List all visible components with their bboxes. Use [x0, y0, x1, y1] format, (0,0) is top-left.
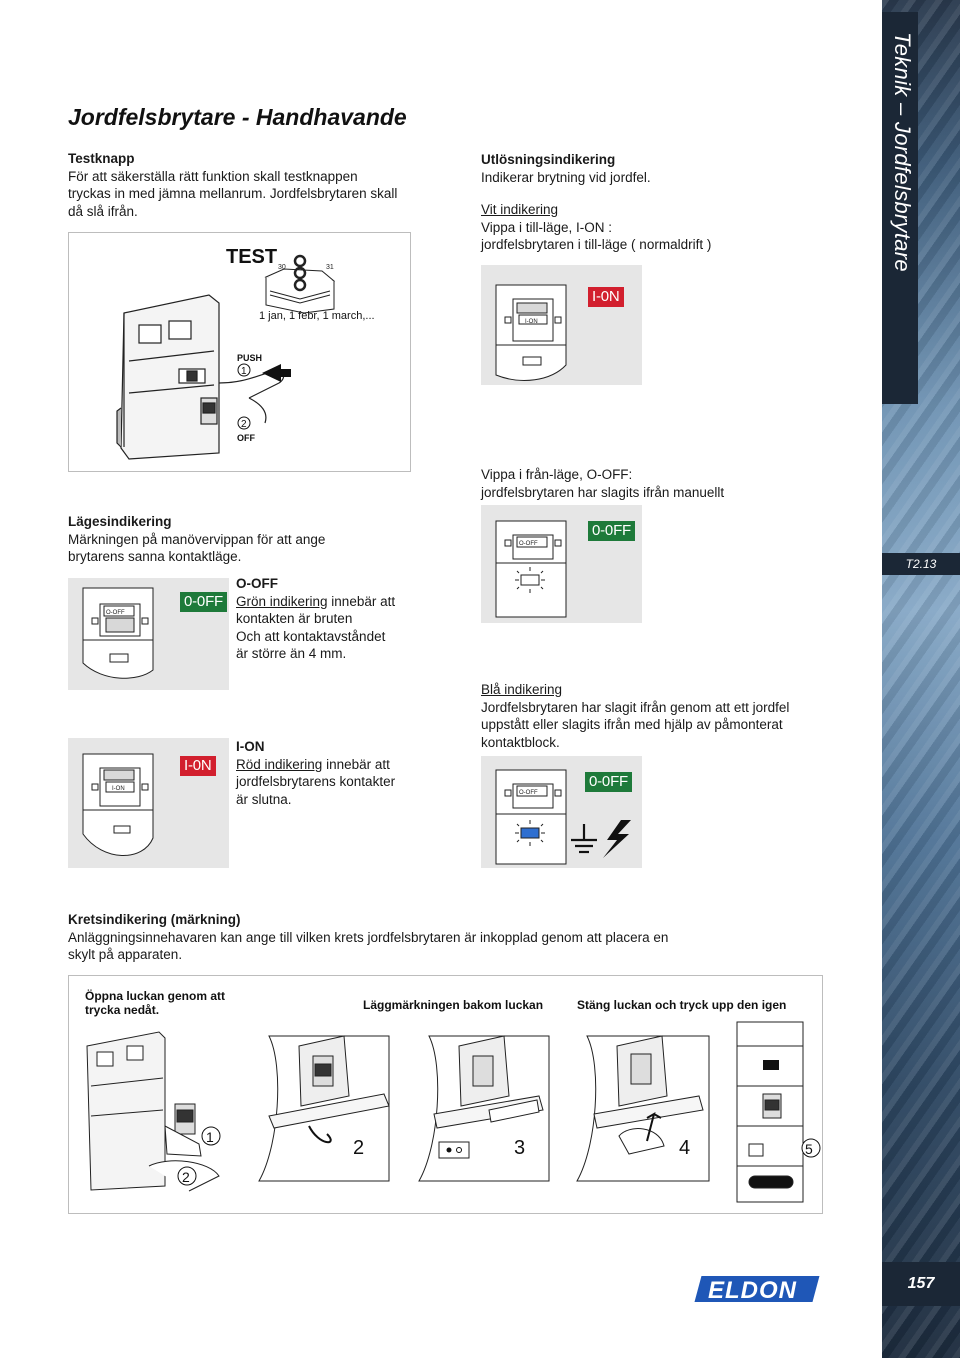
ion-title: I-ON: [236, 739, 265, 754]
bla-section: Blå indikering Jordfelsbrytaren har slag…: [481, 681, 821, 751]
krets-caption-2: Läggmärkningen bakom luckan: [363, 998, 544, 1012]
step-5: 5: [805, 1141, 813, 1157]
step-2: 2: [353, 1137, 364, 1159]
ooff-title: O-OFF: [236, 576, 278, 591]
white-ind-line1: Vippa i till-läge, I-ON :: [481, 219, 613, 235]
badge-ooff-blue: 0-0FF: [585, 772, 633, 792]
svg-text:O-OFF: O-OFF: [106, 610, 125, 616]
bla-body: Jordfelsbrytaren har slagit ifrån genom …: [481, 699, 790, 750]
breaker-closeup-red: I-ON: [82, 753, 154, 856]
breaker-closeup-ion: I-ON: [495, 284, 567, 381]
ion-line3: är slutna.: [236, 791, 292, 807]
svg-text:I-ON: I-ON: [112, 786, 125, 792]
svg-text:ELDON: ELDON: [708, 1277, 797, 1304]
ooff-figure: O-OFF 0-0FF: [68, 578, 229, 690]
utlosning-heading: Utlösningsindikering: [481, 152, 616, 167]
fig-test-label: TEST: [226, 246, 277, 268]
ooff-line3: Och att kontaktavståndet: [236, 628, 386, 644]
badge-ooff-green: 0-0FF: [180, 592, 228, 612]
bla-title: Blå indikering: [481, 682, 563, 697]
eldon-logo: ELDON: [694, 1274, 822, 1304]
up-arrow-icon: [646, 1111, 662, 1142]
white-ind-line2: jordfelsbrytaren i till-läge ( normaldri…: [481, 237, 712, 252]
ooff-line1: Grön indikering innebär att: [236, 593, 396, 609]
utlosning-section: Utlösningsindikering Indikerar brytning …: [481, 151, 861, 254]
testknapp-section: Testknapp För att säkerställa rätt funkt…: [68, 150, 398, 220]
svg-text:30: 30: [278, 264, 286, 271]
step-2-label: 2: [182, 1169, 190, 1185]
krets-section: Kretsindikering (märkning) Anläggningsin…: [68, 911, 688, 964]
blue-indicator: [520, 827, 540, 839]
blue-figure: O-OFF 0-0FF: [481, 756, 642, 868]
breaker-closeup-ooff: O-OFF: [495, 520, 567, 618]
ion-text: I-ON Röd indikering innebär att jordfels…: [236, 738, 436, 808]
breaker-closeup-blue: O-OFF: [495, 769, 631, 865]
test-figure: TEST 30 31 1 jan, 1 febr, 1 march,... PU…: [68, 232, 411, 472]
side-title: Teknik – Jordfelsbrytare: [890, 32, 915, 272]
rotate-arrow-icon: [308, 1125, 332, 1144]
white-ind-figure: I-ON I-0N: [481, 265, 642, 385]
section-code: T2.13: [882, 553, 960, 575]
badge-ion-red: I-0N: [180, 756, 216, 776]
svg-text:O-OFF: O-OFF: [519, 790, 538, 796]
calendar-icon: 30 31: [264, 254, 336, 314]
krets-body: Anläggningsinnehavaren kan ange till vil…: [68, 929, 669, 963]
push-arrow-icon: [262, 364, 291, 382]
fig-step-2: 2: [241, 419, 247, 430]
fig-step-1: 1: [241, 366, 247, 377]
svg-text:O-OFF: O-OFF: [519, 541, 538, 547]
testknapp-heading: Testknapp: [68, 151, 135, 166]
fig-off-label: OFF: [237, 433, 255, 443]
testknapp-body: För att säkerställa rätt funktion skall …: [68, 168, 398, 219]
off-line1: Vippa i från-läge, O-OFF:: [481, 467, 633, 482]
fig-calendar-label: 1 jan, 1 febr, 1 march,...: [259, 310, 375, 322]
off-figure: O-OFF 0-0FF: [481, 505, 642, 623]
white-ind-title: Vit indikering: [481, 202, 559, 217]
krets-heading: Kretsindikering (märkning): [68, 912, 241, 927]
breaker-test-illustration: TEST 30 31 1 jan, 1 febr, 1 march,... PU…: [116, 246, 375, 460]
off-state-text: Vippa i från-läge, O-OFF: jordfelsbrytar…: [481, 466, 861, 501]
ooff-line4: är större än 4 mm.: [236, 646, 347, 661]
page-title: Jordfelsbrytare - Handhavande: [68, 104, 407, 130]
ion-line2: jordfelsbrytarens kontakter: [236, 774, 396, 789]
ion-line1: Röd indikering innebär att: [236, 756, 390, 772]
breaker-closeup-green: O-OFF: [82, 587, 154, 679]
page-number: 157: [882, 1262, 960, 1306]
ion-figure: I-ON I-0N: [68, 738, 229, 868]
svg-text:31: 31: [326, 264, 334, 271]
svg-text:I-ON: I-ON: [525, 319, 538, 325]
lages-heading: Lägesindikering: [68, 514, 172, 529]
lages-section: Lägesindikering Märkningen på manövervip…: [68, 513, 368, 566]
lightning-icon: [603, 820, 631, 858]
ooff-line2: kontakten är bruten: [236, 611, 353, 626]
utlosning-body: Indikerar brytning vid jordfel.: [481, 169, 651, 185]
step-3: 3: [514, 1137, 525, 1159]
badge-ion-white: I-0N: [588, 287, 624, 307]
ooff-text: O-OFF Grön indikering innebär att kontak…: [236, 575, 436, 663]
krets-illustrations: 1 2 2 3: [86, 1021, 821, 1203]
step-4: 4: [679, 1137, 690, 1159]
off-line2: jordfelsbrytaren har slagits ifrån manue…: [481, 484, 725, 500]
step-1: 1: [206, 1129, 214, 1145]
side-title-block: Teknik – Jordfelsbrytare: [882, 12, 918, 404]
earth-icon: [571, 824, 597, 854]
lages-body: Märkningen på manövervippan för att ange…: [68, 531, 326, 565]
krets-caption-3: Stäng luckan och tryck upp den igen: [577, 998, 787, 1012]
fig-push-label: PUSH: [237, 353, 262, 363]
badge-ooff-off: 0-0FF: [588, 521, 636, 541]
